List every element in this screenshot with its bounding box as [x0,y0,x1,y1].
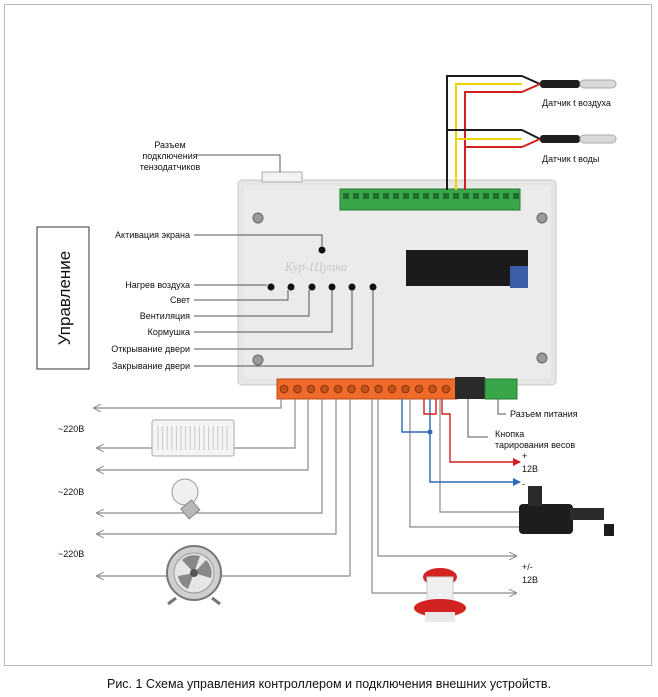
controller-device: Кур-Щупка [237,171,557,400]
figure-caption: Рис. 1 Схема управления контроллером и п… [107,677,551,691]
feeder-image [414,568,466,622]
power-connector [484,378,518,400]
screw [252,212,264,224]
heat-button[interactable] [267,283,275,291]
tare-button[interactable] [455,377,485,399]
screw [536,352,548,364]
air-sensor-label: Датчик t воздуха [542,98,611,108]
close-door-button[interactable] [369,283,377,291]
dc-plus-label: + [522,451,527,461]
ac-label-heater: ~220В [58,424,84,434]
vent-button-label: Вентиляция [140,311,190,321]
display-connector [510,266,528,288]
tare-button-label-1: Кнопка [495,429,524,439]
dc-wires [401,399,521,486]
feeder-button-label: Кормушка [148,327,190,337]
heat-button-label: Нагрев воздуха [125,280,190,290]
green-terminal-block [339,188,521,211]
feeder-button[interactable] [328,283,336,291]
feeder-12v-label: 12В [522,575,538,585]
fan-image [166,545,222,606]
air-sensor-probe [521,75,617,93]
orange-terminal-block [276,378,458,400]
linear-actuator-image [519,486,614,536]
power-connector-label: Разъем питания [510,409,578,419]
light-button[interactable] [287,283,295,291]
sensor-connector-label-3: тензодатчиков [140,162,201,172]
side-panel-box [36,226,90,370]
tare-button-label-2: тарирования весов [495,440,575,450]
open-door-button-label: Открывание двери [111,344,190,354]
sensor-connector-label-1: Разъем [154,140,185,150]
side-panel-title: Управление [55,251,74,346]
right-leader-lines [467,399,506,438]
sensor-wires [446,75,522,190]
dc-12v-label: 12В [522,464,538,474]
screw [252,354,264,366]
vent-button[interactable] [308,283,316,291]
device-logo: Кур-Щупка [284,259,348,274]
screw [536,212,548,224]
lamp-image [171,478,201,520]
water-sensor-probe [521,129,617,148]
feeder-polarity-label: +/- [522,562,533,572]
open-door-button[interactable] [348,283,356,291]
screen-button-label: Активация экрана [115,230,190,240]
heater-image [151,419,235,457]
close-door-button-label: Закрывание двери [112,361,190,371]
dc-minus-label: - [522,479,525,489]
sensor-connector [261,171,303,183]
screen-button[interactable] [318,246,326,254]
button-leader-lines [194,154,374,367]
ac-output-lines [94,399,519,593]
ac-label-fan: ~220В [58,549,84,559]
ac-label-lamp: ~220В [58,487,84,497]
display-screen [406,250,528,286]
sensor-connector-label-2: подключения [142,151,197,161]
light-button-label: Свет [170,295,190,305]
diagram-frame [4,4,652,666]
water-sensor-label: Датчик t воды [542,154,599,164]
